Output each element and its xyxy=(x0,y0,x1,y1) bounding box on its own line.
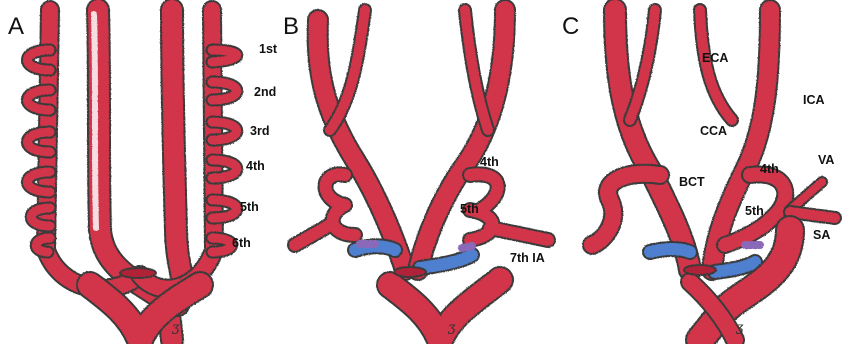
panel-b-signature: Ʒ xyxy=(447,323,456,338)
panel-c-signature: Ʒ xyxy=(735,323,744,338)
panel-c-label-5th: 5th xyxy=(745,204,764,218)
panel-b-right-arches xyxy=(470,174,548,240)
panel-a-label-2nd: 2nd xyxy=(254,85,276,99)
panel-c-label-va: VA xyxy=(818,153,834,167)
panel-b-label-4th: 4th xyxy=(480,155,499,169)
panel-b xyxy=(295,10,548,340)
panel-b-aortic-sac-opening xyxy=(394,267,426,277)
panel-a-signature: Ʒ xyxy=(171,323,180,338)
panel-b-label-7th-ia: 7th IA xyxy=(510,251,545,265)
panel-a-label-5th: 5th xyxy=(240,200,259,214)
panel-a-label-6th: 6th xyxy=(232,236,251,250)
panel-c-letter: C xyxy=(562,13,579,40)
panel-b-letter: B xyxy=(283,13,299,40)
panel-c-label-bct: BCT xyxy=(679,175,705,189)
panel-a-aortic-sac-opening xyxy=(120,268,156,278)
panel-c-label-eca: ECA xyxy=(702,51,728,65)
panel-c-label-ica: ICA xyxy=(803,93,825,107)
panel-b-label-5th: 5th xyxy=(460,202,479,216)
panel-a-label-3rd: 3rd xyxy=(250,124,269,138)
panel-c-label-4th: 4th xyxy=(760,162,779,176)
panel-c-label-sa: SA xyxy=(813,228,830,242)
panel-a-label-1st: 1st xyxy=(259,42,278,56)
panel-c-aortic-sac-opening xyxy=(684,265,716,275)
panel-a xyxy=(28,10,237,340)
panel-a-label-4th: 4th xyxy=(246,159,265,173)
panel-a-right-dorsal-aorta xyxy=(172,10,183,305)
panel-b-left-arches xyxy=(295,174,355,245)
panel-a-letter: A xyxy=(8,13,24,40)
panel-c-label-cca: CCA xyxy=(700,124,727,138)
